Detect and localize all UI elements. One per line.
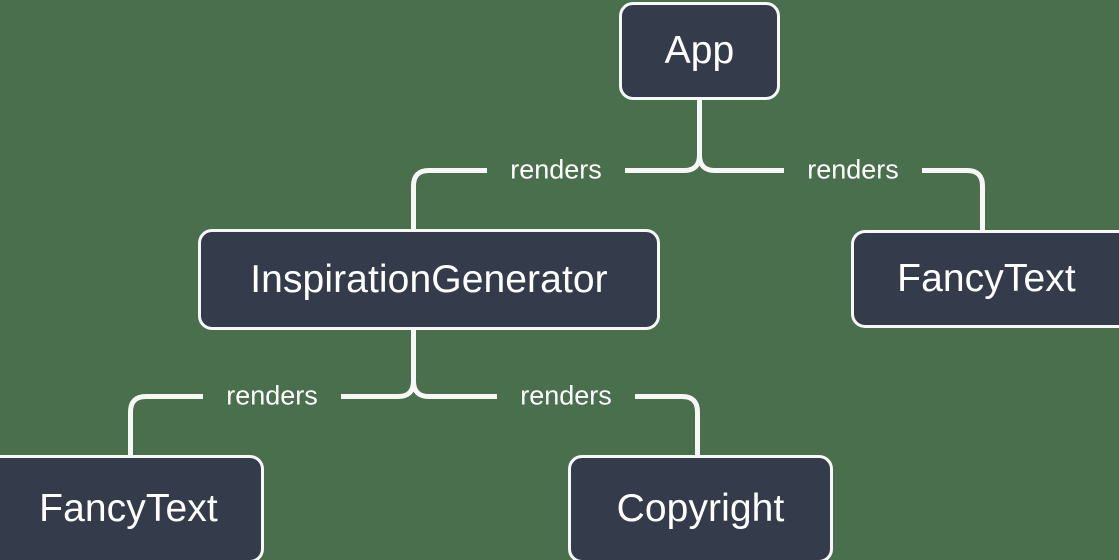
node-inspiration-generator[interactable]: InspirationGenerator xyxy=(198,229,660,330)
edge-ig-to-copyright-left-seg xyxy=(411,380,497,399)
edge-label-app-inspirationgenerator: renders xyxy=(510,154,602,185)
edge-label-ig-copyright: renders xyxy=(520,380,612,411)
node-fancytext-right-label: FancyText xyxy=(897,257,1076,300)
node-app[interactable]: App xyxy=(619,2,780,100)
node-fancytext-bottom-label: FancyText xyxy=(39,487,218,530)
edge-ig-to-copyright-right-seg xyxy=(635,394,700,455)
edge-app-to-inspirationgenerator-right-seg xyxy=(625,154,702,173)
edge-label-ig-fancytext: renders xyxy=(226,380,318,411)
edge-label-app-fancytext: renders xyxy=(807,154,899,185)
node-app-label: App xyxy=(664,29,735,72)
node-fancytext-bottom[interactable]: FancyText xyxy=(0,455,264,560)
node-fancytext-right[interactable]: FancyText xyxy=(851,230,1119,328)
edge-ig-to-fancytext-left-seg xyxy=(128,394,203,455)
edge-app-to-fancytext-left-seg xyxy=(697,154,784,173)
edge-ig-to-fancytext-right-seg xyxy=(341,380,416,399)
node-copyright[interactable]: Copyright xyxy=(568,455,833,560)
edge-app-to-inspirationgenerator-left-seg xyxy=(411,168,487,229)
node-copyright-label: Copyright xyxy=(616,487,785,530)
node-inspiration-generator-label: InspirationGenerator xyxy=(250,257,608,301)
edge-app-to-fancytext-right-seg xyxy=(922,168,985,230)
